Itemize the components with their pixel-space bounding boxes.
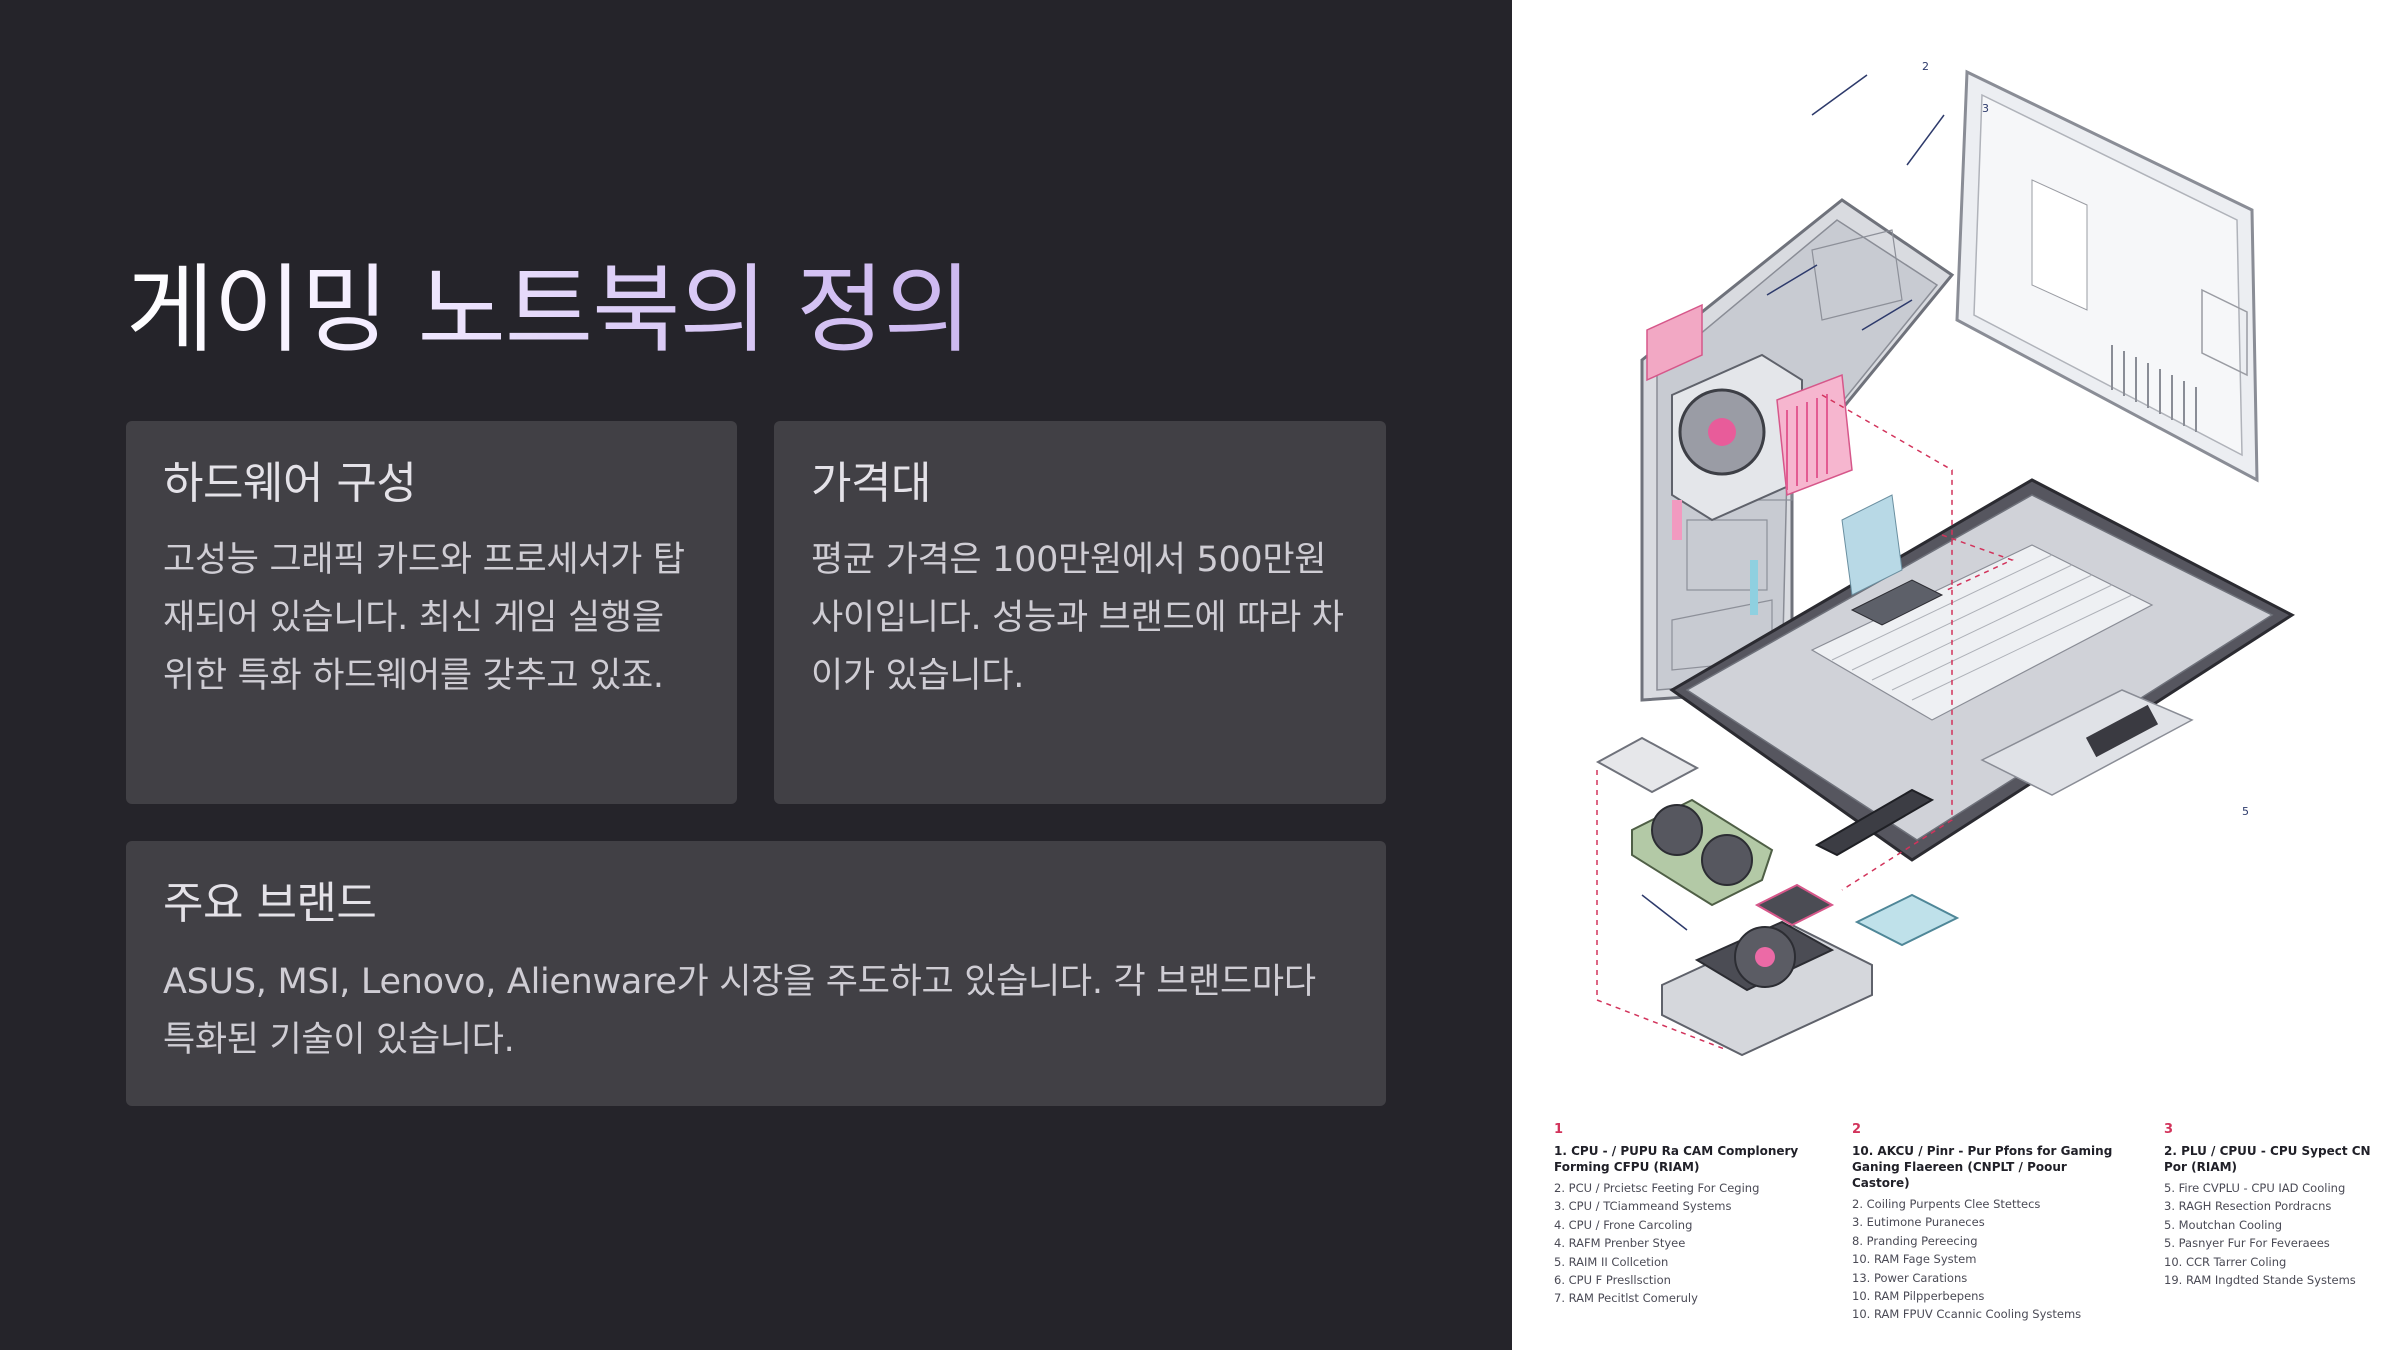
card-price: 가격대 평균 가격은 100만원에서 500만원 사이입니다. 성능과 브랜드에…	[774, 421, 1386, 804]
legend-row: 5. Moutchan Cooling	[2164, 1217, 2283, 1232]
callout-2: 2	[1922, 60, 1929, 73]
legend-row: 2. PCU / Prcietsc Feeting For Ceging	[1554, 1181, 1760, 1195]
card-hardware: 하드웨어 구성 고성능 그래픽 카드와 프로세서가 탑재되어 있습니다. 최신 …	[126, 421, 737, 804]
legend-number-2: 2	[1852, 1122, 1862, 1137]
callout-5: 5	[2242, 805, 2249, 818]
cooling-assembly	[1646, 303, 1853, 615]
card-price-body: 평균 가격은 100만원에서 500만원 사이입니다. 성능과 브랜드에 따라 …	[811, 540, 1344, 696]
laptop-exploded-illustration: 2 3 5 1 1. CPU - / PUPU Ra CAM Comploner…	[1512, 0, 2400, 1350]
legend-row: 4. RAFM Prenber Styee	[1554, 1236, 1686, 1251]
legend-row: 4. CPU / Frone Carcoling	[1554, 1217, 1693, 1232]
legend-row: 3. Eutimone Puraneces	[1852, 1215, 1985, 1230]
legend-column-3: 3 2. PLU / CPUU - CPU Sypect CN Por (RIA…	[2164, 1122, 2394, 1289]
legend-column-2: 2 10. AKCU / Pinr - Pur Pfons for Gaming…	[1852, 1122, 2122, 1324]
legend-row: 7. RAM Pecitlst Comeruly	[1554, 1291, 1698, 1306]
legend-row: 6. CPU F Presllsction	[1554, 1273, 1671, 1288]
legend-row: 3. RAGH Resection Pordracns	[2164, 1199, 2332, 1214]
legend-row: 5. Fire CVPLU - CPU IAD Cooling	[2164, 1181, 2346, 1195]
card-hardware-body: 고성능 그래픽 카드와 프로세서가 탑재되어 있습니다. 최신 게임 실행을 위…	[163, 540, 685, 696]
legend-row: 5. Pasnyer Fur For Feveraees	[2164, 1236, 2330, 1251]
card-price-heading: 가격대	[811, 458, 931, 509]
legend-row: 10. RAM Fage System	[1852, 1252, 1977, 1267]
legend-heading-3: 2. PLU / CPUU - CPU Sypect CN Por (RIAM)	[2164, 1144, 2371, 1174]
legend-row: 3. CPU / TCiammeand Systems	[1554, 1199, 1732, 1214]
legend-row: 10. RAM Pilpperbepens	[1852, 1289, 1985, 1304]
legend-row: 19. RAM Ingdted Stande Systems	[2164, 1273, 2356, 1288]
legend-number-3: 3	[2164, 1122, 2174, 1137]
legend-row: 8. Pranding Pereecing	[1852, 1233, 1978, 1248]
screen-lid	[1955, 69, 2259, 483]
callout-leaders	[1596, 74, 2014, 1051]
callout-3: 3	[1982, 102, 1989, 115]
legend-row: 5. RAIM II Collcetion	[1554, 1254, 1669, 1269]
legend-row: 10. RAM FPUV Ccannic Cooling Systems	[1852, 1307, 2082, 1322]
card-brands: 주요 브랜드 ASUS, MSI, Lenovo, Alienware가 시장을…	[126, 841, 1386, 1106]
legend-row: 2. Coiling Purpents Clee Stettecs	[1852, 1197, 2041, 1211]
slide-content: 게이밍 노트북의 정의 하드웨어 구성 고성능 그래픽 카드와 프로세서가 탑재…	[126, 250, 1386, 1106]
legend-number-1: 1	[1554, 1122, 1564, 1137]
legend-heading-2: 10. AKCU / Pinr - Pur Pfons for Gaming G…	[1852, 1144, 2113, 1190]
card-brands-heading: 주요 브랜드	[163, 878, 377, 929]
legend-row: 10. CCR Tarrer Coling	[2164, 1254, 2287, 1269]
exploded-components	[1595, 736, 1960, 1057]
laptop-diagram-svg: 2 3 5	[1595, 60, 2295, 1057]
slide-title: 게이밍 노트북의 정의	[126, 250, 972, 370]
card-hardware-heading: 하드웨어 구성	[163, 458, 417, 509]
legend-heading-1: 1. CPU - / PUPU Ra CAM Complonery Formin…	[1554, 1144, 1799, 1174]
card-brands-body: ASUS, MSI, Lenovo, Alienware가 시장을 주도하고 있…	[163, 962, 1316, 1060]
legend-row: 13. Power Carations	[1852, 1270, 1968, 1285]
legend-column-1: 1 1. CPU - / PUPU Ra CAM Complonery Form…	[1554, 1122, 1824, 1308]
